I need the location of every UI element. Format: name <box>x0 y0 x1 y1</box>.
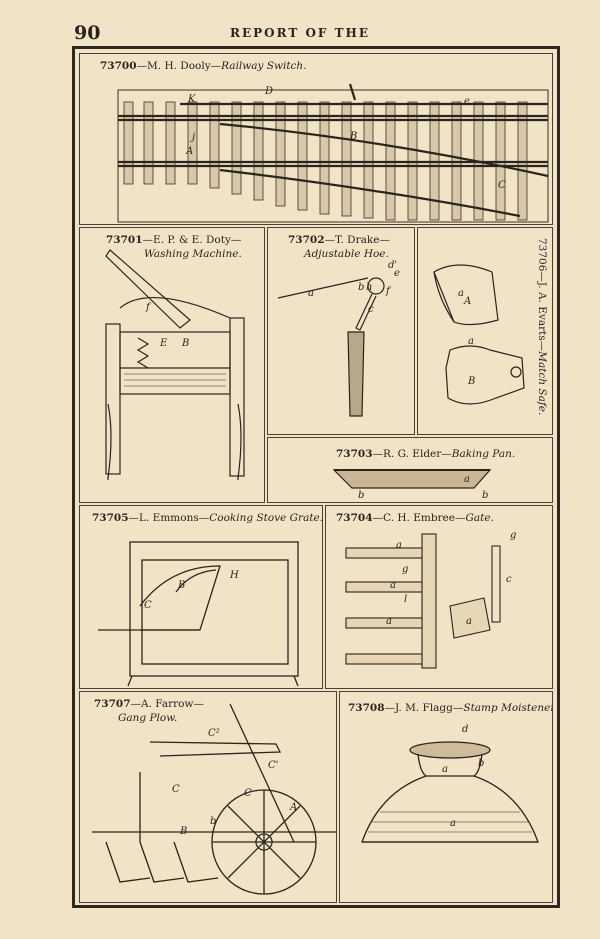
svg-text:D: D <box>264 86 273 97</box>
svg-text:b: b <box>478 758 484 769</box>
cooking-stove-grate-drawing: B H C <box>98 541 299 687</box>
svg-text:j: j <box>190 132 195 143</box>
svg-text:a: a <box>458 288 464 299</box>
svg-text:B: B <box>349 131 357 142</box>
patent-number: 73702 <box>288 234 325 246</box>
patent-number: 73705 <box>92 512 129 524</box>
invention-title: Railway Switch. <box>221 60 307 72</box>
inventor-name: J. M. Flagg <box>395 702 453 714</box>
svg-text:b: b <box>358 282 364 293</box>
figure-caption: 73700—M. H. Dooly—Railway Switch. <box>100 60 307 72</box>
patent-number: 73704 <box>336 512 373 524</box>
svg-text:a: a <box>450 818 456 829</box>
svg-text:b: b <box>358 490 364 501</box>
inventor-name: M. H. Dooly <box>147 60 211 72</box>
svg-text:e: e <box>464 96 470 107</box>
svg-text:b: b <box>210 816 216 827</box>
svg-text:a: a <box>468 336 474 347</box>
stamp-moistener-drawing: d a b a <box>361 724 539 843</box>
svg-text:a: a <box>464 474 470 485</box>
svg-text:B: B <box>179 826 187 837</box>
invention-title: Baking Pan. <box>451 448 516 460</box>
svg-text:a: a <box>386 616 392 627</box>
patent-number: 73700 <box>100 60 137 72</box>
svg-text:c: c <box>506 574 512 585</box>
svg-text:l: l <box>404 594 407 605</box>
gate-drawing: aga lag ca <box>345 530 516 669</box>
svg-text:A: A <box>463 296 471 307</box>
figure-baking-pan: 73703—R. G. Elder—Baking Pan. a b b <box>267 437 553 503</box>
svg-text:C: C <box>172 784 180 795</box>
svg-text:H: H <box>229 570 239 581</box>
svg-text:B: B <box>467 376 475 387</box>
running-head: REPORT OF THE <box>229 26 371 40</box>
inventor-name: L. Emmons <box>139 512 199 524</box>
patent-number: 73707 <box>94 698 131 710</box>
svg-text:a: a <box>396 540 402 551</box>
inventor-name: A. Farrow <box>141 698 194 710</box>
svg-text:a: a <box>442 764 448 775</box>
svg-text:C: C <box>144 600 152 611</box>
svg-text:b: b <box>482 490 488 501</box>
svg-text:f: f <box>385 286 392 297</box>
invention-title: Gate. <box>465 512 494 524</box>
svg-text:a: a <box>466 616 472 627</box>
svg-text:K: K <box>187 94 196 105</box>
patent-number: 73703 <box>336 448 373 460</box>
invention-title: Adjustable Hoe. <box>304 248 389 260</box>
svg-text:g: g <box>510 530 516 541</box>
svg-text:f: f <box>145 302 152 313</box>
figure-cooking-stove-grate: 73705—L. Emmons—Cooking Stove Grate. B H C <box>79 505 323 689</box>
invention-title: Stamp Moistener. <box>463 702 553 714</box>
figure-stamp-moistener: 73708—J. M. Flagg—Stamp Moistener. d a b a <box>339 691 553 903</box>
inventor-name: R. G. Elder <box>383 448 442 460</box>
svg-text:g: g <box>402 564 408 575</box>
figure-caption: 73707—A. Farrow— <box>94 698 204 710</box>
invention-title: Gang Plow. <box>118 712 178 724</box>
figure-caption: 73701—E. P. & E. Doty— <box>106 234 242 246</box>
figure-caption: 73705—L. Emmons—Cooking Stove Grate. <box>92 512 323 524</box>
inventor-name: T. Drake <box>335 234 380 246</box>
invention-title: Cooking Stove Grate. <box>209 512 323 524</box>
svg-text:a: a <box>390 580 396 591</box>
svg-text:C: C <box>498 180 506 191</box>
svg-text:C': C' <box>268 760 278 771</box>
svg-text:a: a <box>308 288 314 299</box>
page-number: 90 <box>74 22 101 44</box>
svg-text:E: E <box>159 338 168 349</box>
plate-frame: 73700—M. H. Dooly—Railway Switch. <box>72 46 560 908</box>
svg-text:A: A <box>185 146 193 157</box>
gang-plow-drawing: C² C' C C A Bb <box>92 703 336 895</box>
svg-text:e: e <box>394 268 400 279</box>
svg-text:c: c <box>368 304 374 315</box>
match-safe-drawing: Aa aB <box>433 264 525 405</box>
svg-text:A: A <box>289 802 297 813</box>
svg-text:d: d <box>462 724 468 735</box>
figure-caption: 73703—R. G. Elder—Baking Pan. <box>336 448 516 460</box>
inventor-name: E. P. & E. Doty <box>153 234 231 246</box>
figure-railway-switch: 73700—M. H. Dooly—Railway Switch. <box>79 53 553 225</box>
inventor-name: C. H. Embree <box>383 512 455 524</box>
svg-text:C: C <box>244 788 252 799</box>
railway-switch-drawing: K D e j B A C <box>117 83 549 223</box>
svg-text:h: h <box>366 282 372 293</box>
patent-number: 73708 <box>348 702 385 714</box>
figure-caption: 73702—T. Drake— <box>288 234 390 246</box>
washing-machine-drawing: fE B <box>105 249 245 480</box>
svg-text:d': d' <box>388 260 397 271</box>
invention-title: Washing Machine. <box>144 248 242 260</box>
svg-text:C²: C² <box>208 728 220 739</box>
svg-text:B: B <box>181 338 189 349</box>
patent-number: 73701 <box>106 234 143 246</box>
svg-text:B: B <box>177 580 185 591</box>
baking-pan-drawing: a b b <box>332 469 492 501</box>
figure-caption: 73708—J. M. Flagg—Stamp Moistener. <box>348 702 553 715</box>
figure-washing-machine: 73701—E. P. & E. Doty— Washing Machine. … <box>79 227 265 503</box>
figure-caption: 73704—C. H. Embree—Gate. <box>336 512 494 524</box>
